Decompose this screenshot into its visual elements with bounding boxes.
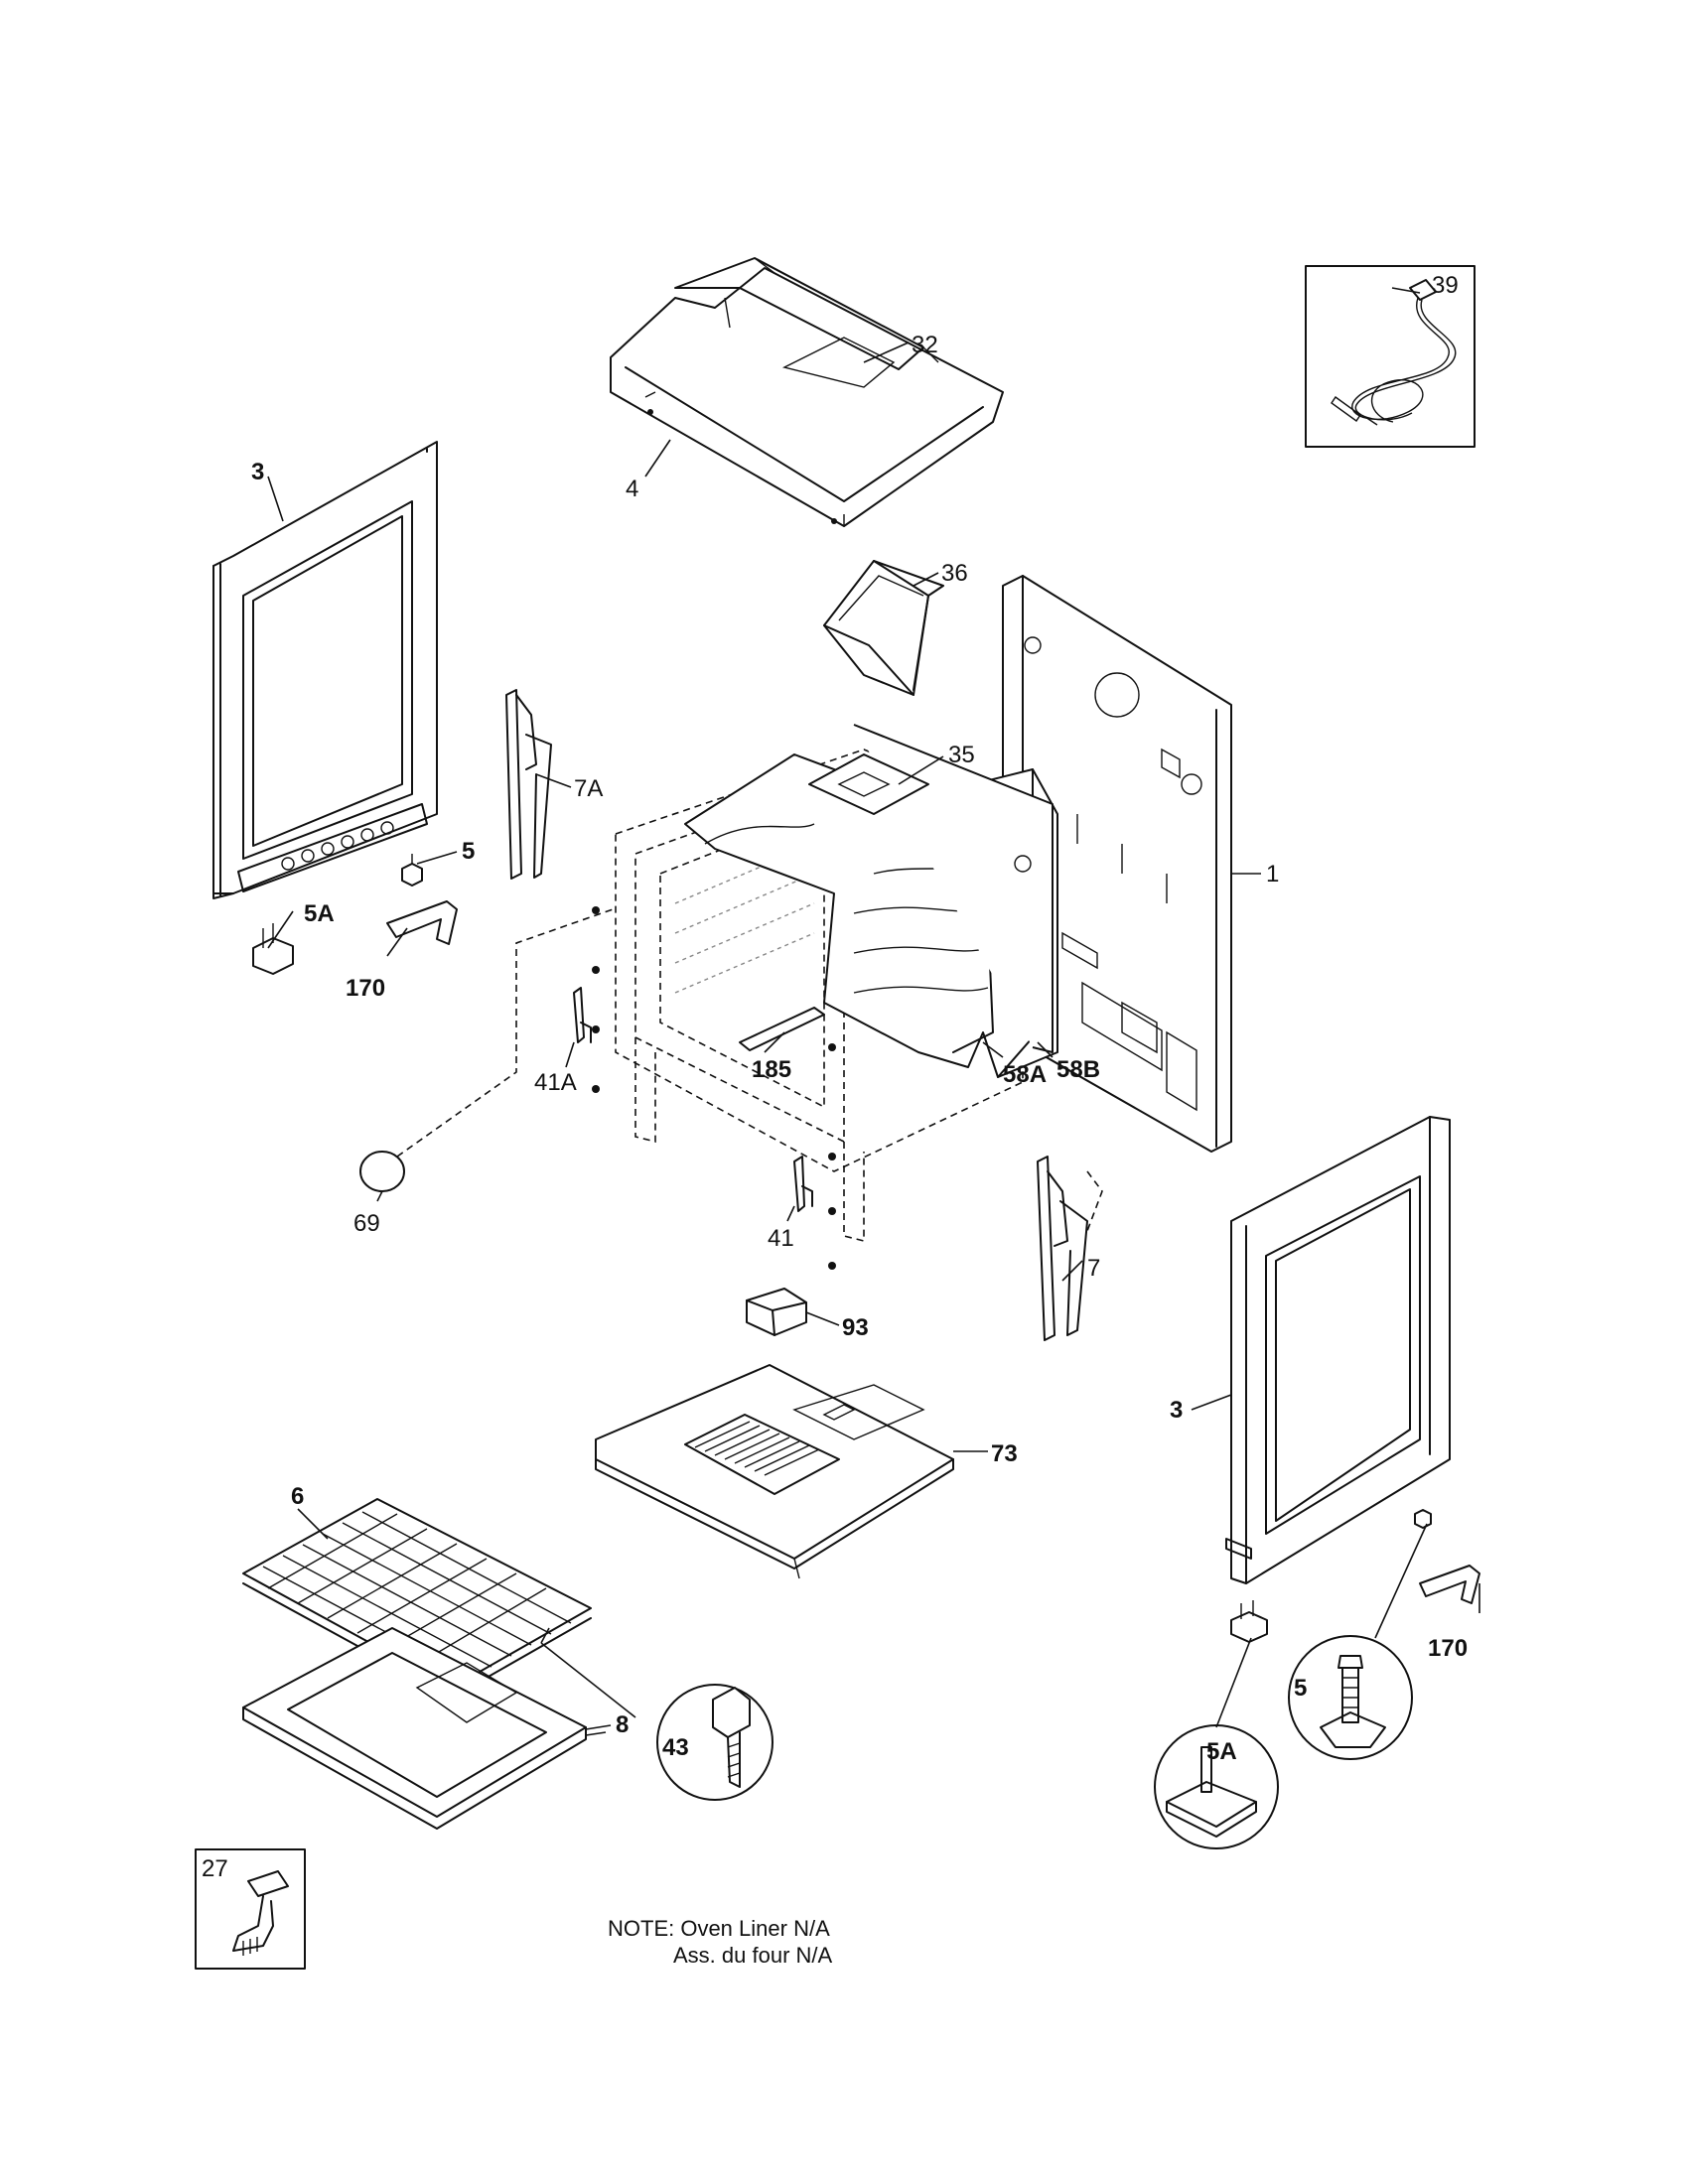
callout-8: 8 (616, 1711, 629, 1738)
callout-7: 7 (1087, 1255, 1100, 1282)
part-39-power-cord (1305, 265, 1476, 448)
note: NOTE: Oven Liner N/A Ass. du four N/A (608, 1916, 833, 1968)
part-41-bracket (793, 1156, 813, 1212)
callout-73: 73 (991, 1440, 1018, 1467)
callout-170-right: 170 (1428, 1635, 1468, 1662)
part-73-bottom-panel (595, 1364, 954, 1579)
part-5-left-leveler (401, 854, 423, 887)
callout-4: 4 (626, 476, 638, 502)
part-170-right-clip (1419, 1565, 1480, 1604)
note-line-2: Ass. du four N/A (673, 1943, 833, 1968)
part-3-right-door (1225, 1116, 1451, 1584)
callout-69: 69 (353, 1210, 380, 1237)
part-5A-right-bracket (1230, 1600, 1268, 1643)
callout-43: 43 (662, 1734, 689, 1761)
callout-35: 35 (948, 742, 975, 768)
part-4-32-top-frame (610, 257, 1004, 527)
callout-36: 36 (941, 560, 968, 587)
callout-58A: 58A (1003, 1061, 1047, 1088)
part-5A-detail (1154, 1637, 1279, 1849)
part-170-left-clip (386, 900, 458, 945)
callout-170-left: 170 (346, 975, 385, 1002)
part-58A-58B-insulation (684, 724, 1058, 1078)
callout-5-right: 5 (1294, 1675, 1307, 1702)
part-27-inset (195, 1848, 306, 1970)
part-7A-hinge (505, 689, 552, 880)
front-screws (592, 906, 836, 1270)
callout-3-right: 3 (1170, 1397, 1183, 1424)
callout-7A: 7A (574, 775, 603, 802)
callout-41A: 41A (534, 1069, 577, 1096)
part-185-handle (739, 1007, 825, 1051)
part-36-vent-duct (823, 560, 944, 696)
callout-41: 41 (768, 1225, 794, 1252)
part-5-right-leveler (1414, 1509, 1432, 1529)
callout-labels: 39 32 4 3 36 1 7A 35 5 5A 170 185 58A 58… (202, 272, 1468, 1882)
part-5-detail (1288, 1523, 1428, 1760)
callout-185: 185 (752, 1056, 791, 1083)
part-3-left-door (212, 441, 438, 899)
part-35-bracket (808, 753, 929, 815)
callout-39: 39 (1432, 272, 1459, 299)
callout-3-left: 3 (251, 459, 264, 485)
callout-5A-left: 5A (304, 900, 335, 927)
part-41A-bracket (573, 987, 592, 1043)
part-5A-left-bracket (252, 923, 294, 975)
callout-93: 93 (842, 1314, 869, 1341)
note-line-1: NOTE: Oven Liner N/A (608, 1916, 830, 1941)
part-43-screw-detail (540, 1627, 774, 1801)
callout-32: 32 (912, 332, 938, 358)
callout-6: 6 (291, 1483, 304, 1510)
callout-5A-right: 5A (1206, 1738, 1237, 1765)
callout-27: 27 (202, 1855, 228, 1882)
part-69-cap (359, 907, 617, 1192)
part-8-broiler-pan (242, 1627, 587, 1830)
leader-lines (267, 287, 1480, 1736)
callout-1: 1 (1266, 861, 1279, 887)
part-93-block (746, 1288, 807, 1336)
part-7-hinge (1037, 1156, 1103, 1341)
callout-58B: 58B (1056, 1056, 1100, 1083)
callout-5-left: 5 (462, 838, 475, 865)
